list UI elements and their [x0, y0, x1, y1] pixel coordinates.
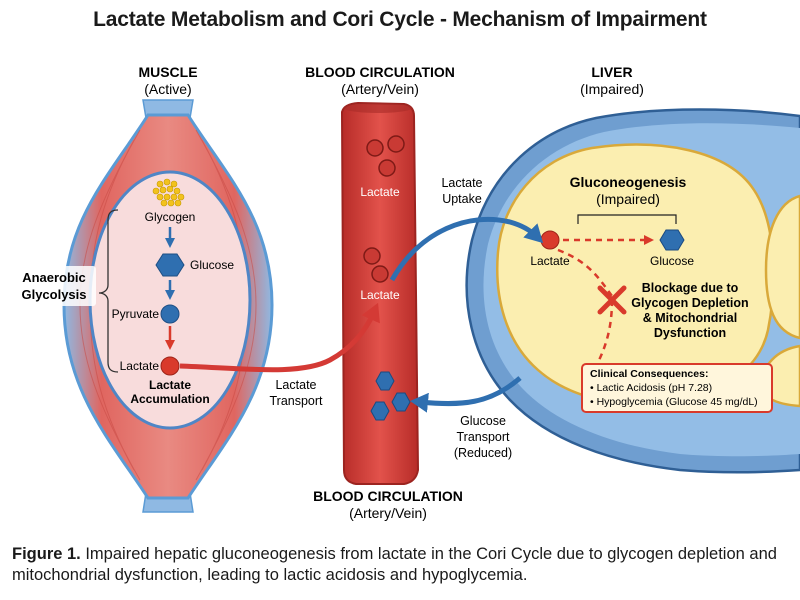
glycogen-label: Glycogen: [145, 210, 196, 224]
clinical-consequences-box: [581, 363, 773, 413]
blood-top-heading: BLOOD CIRCULATION: [305, 64, 455, 80]
clinical-consequences-title: Clinical Consequences:: [590, 368, 708, 380]
blood-lactate-circles: [363, 135, 405, 283]
blood-lactate-circle-icon: [363, 247, 381, 265]
blood-panel: BLOOD CIRCULATION (Artery/Vein) Lactate …: [305, 64, 463, 521]
caption-text: Impaired hepatic gluconeogenesis from la…: [12, 545, 777, 584]
lactate-transport-label-line1: Lactate: [275, 378, 316, 392]
figure-caption: Figure 1. Impaired hepatic gluconeogenes…: [12, 544, 792, 586]
lactate-uptake-label-line2: Uptake: [442, 192, 482, 206]
figure-title: Lactate Metabolism and Cori Cycle - Mech…: [93, 8, 707, 31]
glycolysis-label-bg: [12, 266, 96, 306]
blood-lactate-circle-icon: [387, 135, 405, 153]
caption-label: Figure 1.: [12, 545, 81, 563]
pyruvate-label: Pyruvate: [112, 307, 160, 321]
lactate-transport-arrow: [179, 302, 380, 373]
blood-glucose-hexagons: [370, 371, 411, 421]
lactate-uptake-arrow: [389, 216, 544, 282]
muscle-lactate-label: Lactate: [120, 359, 160, 373]
glucose-transport-label-line3: (Reduced): [454, 446, 512, 460]
liver-subheading: (Impaired): [580, 81, 644, 97]
liver-panel: LIVER (Impaired) Gluconeogenesis (Impair…: [465, 64, 800, 474]
transport-arrows: Lactate Transport Lactate Uptake Glucose…: [179, 176, 544, 460]
blood-vessel: [340, 101, 420, 485]
muscle-panel: MUSCLE (Active) Glycogen Glucose Pyruvat…: [12, 64, 274, 513]
blood-bottom-subheading: (Artery/Vein): [349, 505, 427, 521]
glycolysis-label-line2: Glycolysis: [21, 287, 86, 302]
blood-lactate-label-1: Lactate: [360, 185, 400, 199]
muscle-lactate-circle-icon: [160, 356, 180, 376]
blockage-x-icon: [597, 285, 627, 315]
gluconeogenesis-bracket: [577, 214, 677, 224]
consequence-lactic-acidosis: • Lactic Acidosis (pH 7.28): [590, 382, 712, 394]
consequence-hypoglycemia: • Hypoglycemia (Glucose 45 mg/dL): [590, 396, 758, 408]
blood-glucose-hexagon-icon: [375, 371, 395, 391]
blockage-label-line2: Glycogen Depletion: [631, 296, 748, 310]
muscle-glucose-hexagon-icon: [155, 253, 185, 277]
liver-lactate-label: Lactate: [530, 254, 570, 268]
glycolysis-bracket: [98, 209, 119, 373]
blood-bottom-heading: BLOOD CIRCULATION: [313, 488, 463, 504]
gluconeogenesis-label: Gluconeogenesis: [570, 174, 687, 190]
cori-cycle-diagram: MUSCLE (Active) Glycogen Glucose Pyruvat…: [12, 64, 800, 521]
neighbor-cell-right: [764, 194, 800, 340]
liver-glucose-hexagon-icon: [659, 229, 685, 251]
blood-top-subheading: (Artery/Vein): [341, 81, 419, 97]
lactate-transport-label-line2: Transport: [269, 394, 323, 408]
blood-lactate-circle-icon: [366, 139, 384, 157]
blood-glucose-hexagon-icon: [370, 401, 390, 421]
muscle-glucose-label: Glucose: [190, 258, 234, 272]
muscle-subheading: (Active): [144, 81, 191, 97]
blood-lactate-label-2: Lactate: [360, 288, 400, 302]
lactate-uptake-label-line1: Lactate: [441, 176, 482, 190]
muscle-heading: MUSCLE: [138, 64, 197, 80]
gluconeogenesis-status: (Impaired): [596, 191, 660, 207]
glycogen-granules-icon: [152, 178, 185, 207]
blockage-label-line3: & Mitochondrial: [643, 311, 737, 325]
pyruvate-circle-icon: [160, 304, 180, 324]
blood-lactate-circle-icon: [371, 265, 389, 283]
blood-vessel-opening: [344, 103, 412, 113]
glycolysis-label-line1: Anaerobic: [22, 270, 86, 285]
blood-glucose-hexagon-icon: [391, 392, 411, 412]
blockage-label-line1: Blockage due to: [642, 281, 739, 295]
liver-lactate-circle-icon: [540, 230, 560, 250]
accumulation-label-line1: Lactate: [149, 378, 191, 392]
glucose-transport-label-line1: Glucose: [460, 414, 506, 428]
blood-lactate-circle-icon: [378, 159, 396, 177]
glucose-transport-arrow: [410, 376, 522, 413]
accumulation-label-line2: Accumulation: [130, 392, 209, 406]
liver-heading: LIVER: [591, 64, 632, 80]
liver-glucose-label: Glucose: [650, 254, 694, 268]
blockage-label-line4: Dysfunction: [654, 326, 726, 340]
glucose-transport-label-line2: Transport: [456, 430, 510, 444]
blocked-pathway-dashed-line: [557, 248, 614, 297]
